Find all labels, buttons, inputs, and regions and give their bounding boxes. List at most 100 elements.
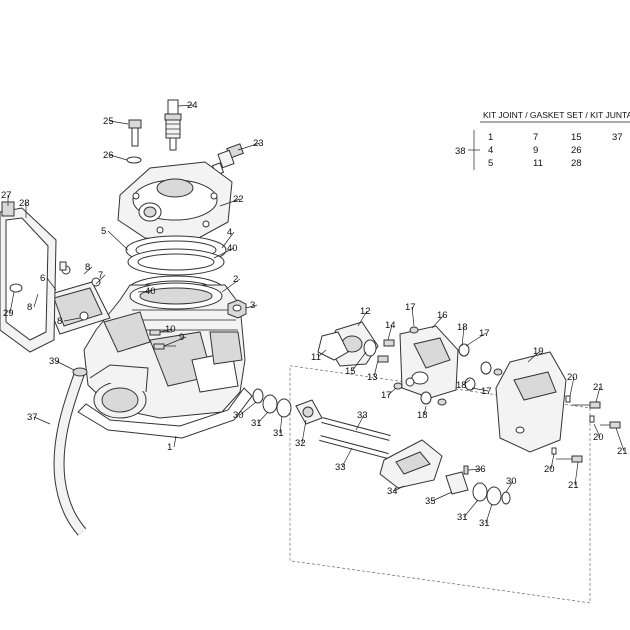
leader-line	[593, 423, 601, 438]
valve-pivot-right	[445, 465, 511, 506]
leader-line	[467, 468, 483, 471]
cylinder-assembly	[0, 99, 253, 536]
kit-cell: 4	[488, 145, 493, 156]
leader-line	[109, 120, 129, 125]
kit-cell: 9	[533, 145, 538, 156]
leader-line	[301, 419, 307, 444]
part-callout: 13	[367, 372, 378, 383]
part-callout: 12	[360, 306, 371, 317]
part-callout: 1	[167, 442, 172, 453]
part-callout: 17	[481, 386, 492, 397]
part-callout: 6	[40, 273, 45, 284]
part-callout: 20	[544, 464, 555, 475]
small-bolts	[149, 329, 176, 350]
base-gasket	[77, 387, 253, 439]
leader-line	[387, 324, 393, 341]
leader-lines	[7, 104, 625, 524]
valve-rods	[319, 417, 391, 459]
part-callout: 9	[179, 332, 184, 343]
kit-cell: 11	[533, 158, 543, 169]
leader-line	[431, 491, 453, 502]
leader-line	[465, 332, 487, 347]
cylinder-head	[117, 161, 233, 241]
cover-screws	[551, 395, 621, 463]
kit-cell: 15	[571, 132, 582, 143]
part-callout: 33	[335, 462, 346, 473]
part-callout: 18	[417, 410, 428, 421]
flange-screw	[383, 339, 395, 347]
valve-housing	[399, 325, 459, 399]
part-callout: 21	[593, 382, 604, 393]
part-callout: 25	[103, 116, 114, 127]
part-callout: 2	[233, 274, 238, 285]
part-callout: 10	[165, 324, 176, 335]
valve-slide	[379, 439, 443, 489]
part-callout: 31	[273, 428, 284, 439]
part-callout: 26	[103, 150, 114, 161]
part-callout: 27	[1, 190, 12, 201]
cylinder-nut	[227, 299, 247, 319]
head-bolt	[128, 119, 142, 147]
leader-line	[219, 198, 241, 207]
part-callout: 17	[405, 302, 416, 313]
leader-line	[574, 461, 579, 486]
leader-line	[159, 328, 173, 333]
part-callout: 11	[311, 352, 321, 363]
part-callout: 34	[387, 486, 398, 497]
leader-line	[615, 427, 625, 452]
part-callout: 17	[479, 328, 490, 339]
leader-line	[95, 274, 106, 285]
part-callout: 19	[533, 346, 544, 357]
leader-line	[462, 379, 471, 386]
part-callout: 35	[425, 496, 436, 507]
part-callout: 30	[506, 476, 517, 487]
leader-line	[393, 485, 405, 492]
part-callout: 37	[27, 412, 38, 423]
part-callout: 40	[227, 243, 238, 254]
leader-line	[505, 480, 514, 493]
leader-line	[461, 326, 465, 347]
leader-line	[237, 142, 261, 151]
part-callout: 30	[233, 410, 244, 421]
part-callout: 29	[3, 308, 14, 319]
part-callout: 18	[456, 380, 467, 391]
part-callout: 31	[457, 512, 468, 523]
part-callout: 8	[57, 316, 62, 327]
leader-line	[63, 317, 81, 322]
kit-cell: 5	[488, 158, 493, 169]
fittings	[393, 326, 503, 406]
part-callout: 16	[437, 310, 448, 321]
leader-line	[373, 359, 379, 378]
part-callout: 39	[49, 356, 60, 367]
valve-pivot-left	[252, 388, 323, 425]
leader-line	[595, 386, 601, 403]
leader-line	[257, 411, 269, 424]
part-callout: 21	[617, 446, 628, 457]
kit-cell: 7	[533, 132, 538, 143]
leader-line	[107, 230, 129, 251]
valve-cover	[495, 351, 567, 453]
leader-line	[411, 306, 415, 327]
leader-line	[317, 349, 327, 358]
part-callout: 40	[145, 286, 156, 297]
leader-line	[569, 376, 575, 397]
part-callout: 22	[233, 194, 244, 205]
part-callout: 4	[227, 227, 232, 238]
part-callout: 17	[381, 390, 392, 401]
coolant-hose	[53, 367, 88, 536]
exhaust-valve-assembly	[252, 321, 621, 604]
leader-line	[109, 154, 128, 161]
washer	[126, 156, 142, 164]
part-callout: 8	[27, 302, 32, 313]
valve-flange	[317, 321, 379, 367]
part-callout: 18	[457, 322, 468, 333]
part-callout: 36	[475, 464, 486, 475]
part-callout: 23	[253, 138, 264, 149]
leader-line	[9, 291, 15, 314]
leader-line	[527, 350, 541, 363]
leader-line	[351, 351, 367, 372]
part-callout: 31	[479, 518, 490, 529]
leader-line	[55, 360, 75, 371]
